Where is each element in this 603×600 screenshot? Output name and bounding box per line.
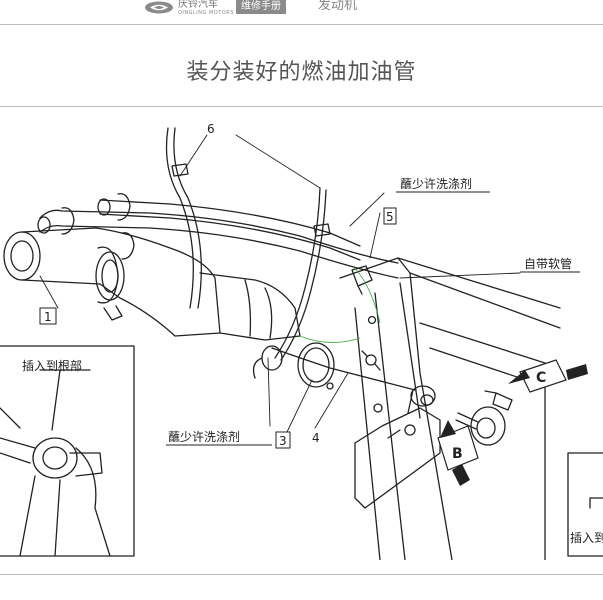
inset-detail-right: [567, 452, 603, 557]
tube-bundle: [165, 127, 331, 361]
callout-5: 5: [386, 210, 394, 224]
leader-lines: [39, 134, 521, 433]
page-title: 装分装好的燃油加油管: [186, 60, 417, 85]
footer-rule: [0, 574, 603, 575]
vent-pipes: [37, 198, 399, 279]
callout-6: 6: [207, 122, 215, 136]
diagram-labels: 蘸少许洗涤剂 自带软管 蘸少许洗涤剂 插入到根部 插入到: [22, 176, 603, 545]
highlight-lines: [299, 267, 381, 343]
brand-subtitle: QINGLING MOTORS: [178, 10, 234, 16]
label-insert-root: 插入到根部: [22, 358, 82, 373]
callout-3: 3: [279, 434, 287, 448]
label-detergent-bottom: 蘸少许洗涤剂: [168, 429, 240, 444]
body-panel: [339, 257, 561, 560]
callouts: 6 5 1 3 4: [39, 122, 397, 449]
clip: [351, 265, 373, 295]
section-name: 发动机: [318, 0, 358, 13]
qingling-logo-icon: [145, 1, 173, 14]
label-detergent-top: 蘸少许洗涤剂: [400, 176, 472, 191]
page-header: 庆铃汽车 QINGLING MOTORS 维修手册 发动机: [0, 0, 603, 24]
inset-detail-left: [0, 345, 135, 557]
grommet: [407, 385, 436, 414]
title-rule: [0, 106, 603, 107]
o-ring: [297, 342, 335, 390]
arrow-c: C: [508, 359, 588, 393]
arrow-b: B: [437, 420, 479, 486]
label-hose: 自带软管: [524, 256, 572, 271]
label-insert-partial: 插入到: [570, 531, 603, 545]
bracket: [354, 407, 441, 509]
arrow-b-label: B: [452, 446, 463, 462]
callout-4: 4: [312, 431, 320, 445]
brand-name: 庆铃汽车: [178, 0, 218, 10]
header-rule: [0, 24, 603, 25]
callout-1: 1: [44, 310, 52, 324]
fuel-filler-pipe-diagram: C B 6 5 1 3 4 蘸少许洗涤剂 自带软管 蘸少许洗涤剂 插入到根部 插…: [0, 122, 603, 560]
vent-clamps: [61, 193, 135, 260]
arrow-c-label: C: [536, 370, 546, 386]
panel-fittings: [361, 315, 513, 446]
hose-clamp: [97, 246, 123, 321]
manual-badge: 维修手册: [236, 0, 286, 14]
